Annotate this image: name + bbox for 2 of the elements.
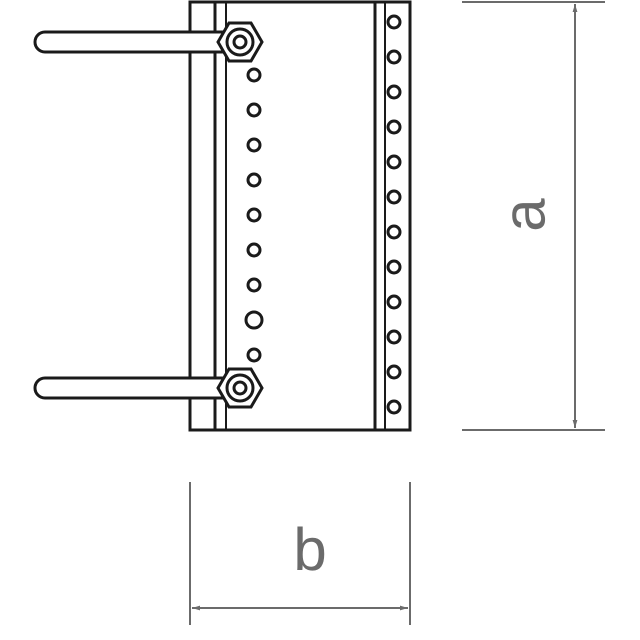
dimension-label: a bbox=[495, 198, 555, 232]
dimension-label: b bbox=[293, 520, 327, 580]
